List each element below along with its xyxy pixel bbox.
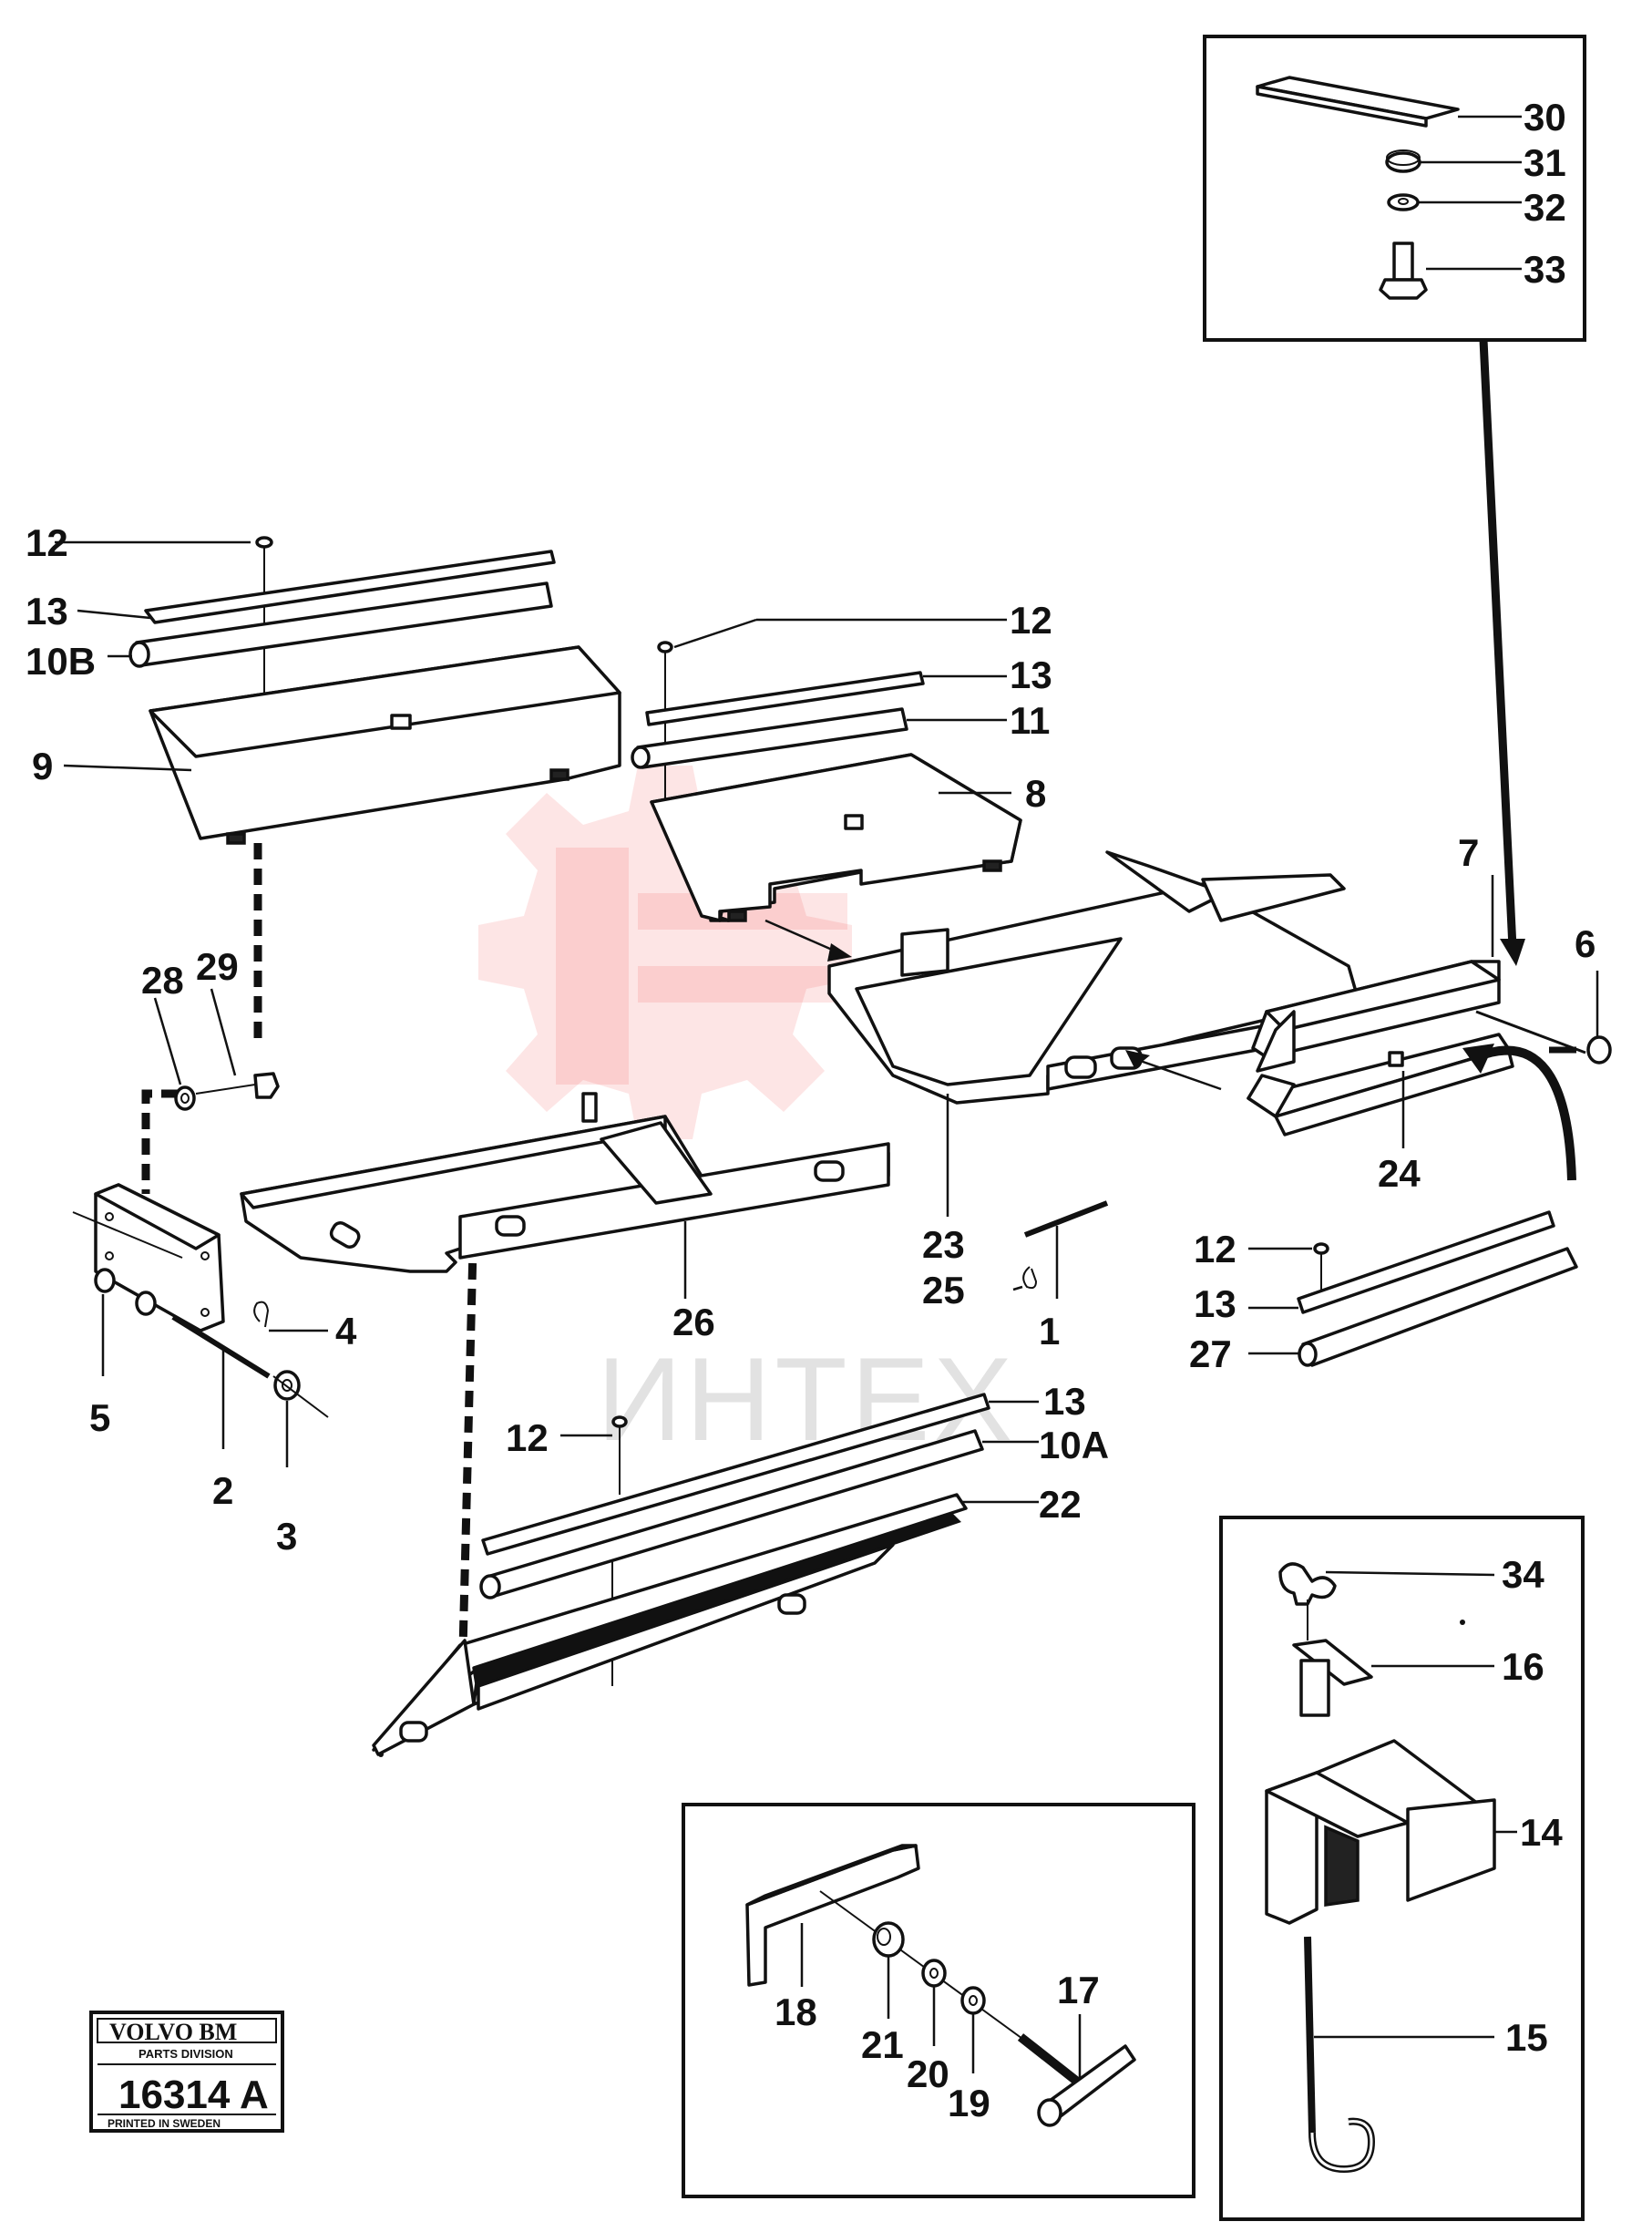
callout-9: 9 xyxy=(32,745,53,787)
curved-arrow xyxy=(1462,1044,1576,1181)
wing-nut-34 xyxy=(1278,1562,1337,1606)
callout-29: 6 xyxy=(1575,922,1596,965)
bracket-14 xyxy=(1265,1739,1496,1925)
stamp-number: 16314 A xyxy=(118,2073,269,2117)
callout-6: 29 xyxy=(196,945,239,988)
callout-23: 23 xyxy=(922,1223,965,1266)
plate-16 xyxy=(1292,1639,1373,1717)
hinge-bracket-5 xyxy=(94,1183,225,1332)
callout-21: 21 xyxy=(861,2023,904,2066)
plate-30 xyxy=(1256,76,1460,128)
volvo-bm-stamp: VOLVO BM PARTS DIVISION 16314 A PRINTED … xyxy=(89,2011,284,2133)
callout-26: 25 xyxy=(922,1269,965,1311)
arrow-head xyxy=(1500,939,1525,966)
bolt-33 xyxy=(1379,242,1428,300)
callout-15: 15 xyxy=(1505,2016,1548,2059)
stamp-printed: PRINTED IN SWEDEN xyxy=(108,2117,221,2130)
strip-13-top-left xyxy=(144,550,556,624)
callout-22: 22 xyxy=(1039,1483,1082,1526)
frame-section-1 xyxy=(240,1092,890,1273)
strip-13-right xyxy=(1297,1210,1555,1314)
callout-4: 4 xyxy=(335,1310,357,1353)
callout-2: 2 xyxy=(212,1469,233,1512)
callout-34: 34 xyxy=(1502,1553,1544,1596)
pin-25 xyxy=(1023,1200,1109,1299)
cover-plate-22 xyxy=(372,1493,968,1756)
rubber-profile-27 xyxy=(1298,1247,1578,1367)
callout-12-top-left: 12 xyxy=(26,521,68,564)
callout-8: 8 xyxy=(1025,772,1046,815)
inset-box-handle xyxy=(682,1803,1195,2198)
callout-13-top-middle: 13 xyxy=(1010,653,1052,696)
bolt-29 xyxy=(1475,1010,1612,1065)
handle-17 xyxy=(1017,2033,1136,2127)
strip-13-bottom xyxy=(481,1393,990,1556)
callout-7: 28 xyxy=(141,959,184,1002)
strip-13-top-middle xyxy=(645,671,925,726)
clip-26 xyxy=(1012,1266,1038,1291)
callout-14: 14 xyxy=(1520,1811,1563,1854)
cover-plate-8 xyxy=(650,753,1022,922)
frame-section-23 xyxy=(827,850,1360,1105)
callout-11: 11 xyxy=(1010,699,1050,742)
callout-25: 1 xyxy=(1039,1310,1060,1353)
inset-box-mount-bolt xyxy=(1203,35,1586,342)
callout-12-top-middle: 12 xyxy=(1010,599,1052,642)
channel-28 xyxy=(1251,960,1501,1073)
callout-28: 7 xyxy=(1458,831,1479,874)
rubber-profile-11 xyxy=(631,707,908,769)
stamp-brand: VOLVO BM xyxy=(109,2019,237,2045)
lever-18 xyxy=(745,1844,920,1987)
callout-10b: 10B xyxy=(26,640,96,683)
inset-box-latch xyxy=(1219,1516,1585,2221)
dashed-connector-7-to-5 xyxy=(141,1089,178,1194)
bushing-31 xyxy=(1385,149,1421,173)
callout-30: 30 xyxy=(1524,96,1566,139)
washer-7 xyxy=(174,1085,196,1111)
callout-13-right: 13 xyxy=(1194,1282,1236,1325)
callout-18: 18 xyxy=(775,1990,817,2033)
washer-20 xyxy=(921,1959,947,1988)
washer-3 xyxy=(272,1370,329,1418)
rubber-profile-10a xyxy=(479,1429,984,1599)
callout-13-bottom: 13 xyxy=(1043,1380,1086,1423)
callout-19: 19 xyxy=(948,2082,990,2124)
washer-32 xyxy=(1387,193,1420,211)
callout-12-right: 12 xyxy=(1194,1228,1236,1270)
callout-13-top-left: 13 xyxy=(26,590,68,633)
washer-19 xyxy=(960,1986,986,2015)
callout-27: 27 xyxy=(1189,1332,1232,1375)
callout-20: 20 xyxy=(907,2052,949,2095)
arrow-24-to-frame xyxy=(1125,1050,1222,1091)
callout-17: 17 xyxy=(1057,1969,1100,2011)
inset-connector-arrow xyxy=(1479,339,1517,949)
bushing-21 xyxy=(872,1921,905,1958)
callout-24: 24 xyxy=(1378,1152,1421,1195)
pin-2 xyxy=(171,1314,271,1379)
arrow-8-to-frame xyxy=(764,919,839,954)
bolt-6 xyxy=(195,1072,280,1099)
callout-33: 33 xyxy=(1524,248,1566,291)
callout-3: 3 xyxy=(276,1515,297,1558)
callout-16: 16 xyxy=(1502,1645,1544,1688)
stray-dot xyxy=(1460,1620,1465,1625)
callout-32: 32 xyxy=(1524,186,1566,229)
cotter-pin-4 xyxy=(253,1301,270,1328)
callout-12-bottom: 12 xyxy=(506,1416,549,1459)
callout-31: 31 xyxy=(1524,141,1566,184)
dashed-connector-1-to-22 xyxy=(457,1211,478,1687)
hook-bolt-15 xyxy=(1304,1936,1376,2174)
callout-10a: 10A xyxy=(1039,1424,1109,1466)
stamp-division: PARTS DIVISION xyxy=(139,2047,233,2061)
rubber-profile-10b xyxy=(128,581,553,668)
arrow-head xyxy=(827,943,852,962)
callout-5: 5 xyxy=(89,1396,110,1439)
stray-dot xyxy=(378,1752,384,1757)
callout-1: 26 xyxy=(672,1301,715,1343)
cover-plate-9 xyxy=(149,645,621,845)
